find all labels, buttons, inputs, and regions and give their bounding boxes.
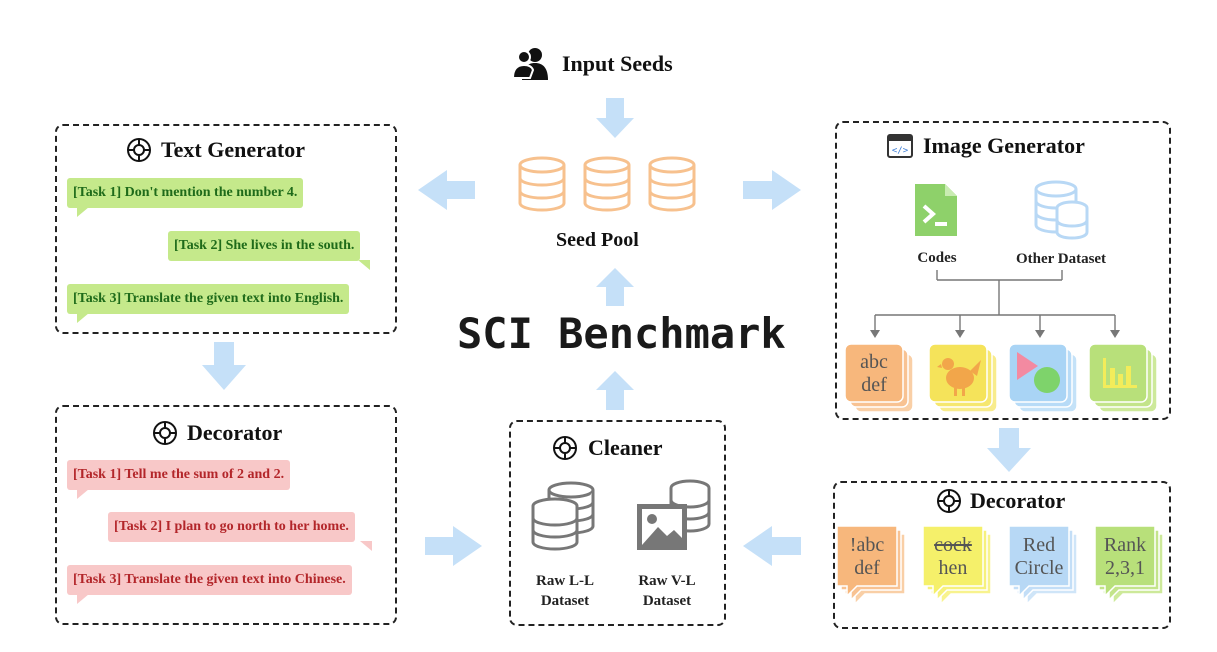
- chart-image-card: [1088, 343, 1158, 413]
- openai-icon: [151, 419, 179, 452]
- image-generator-box: [835, 121, 1171, 420]
- text-task-1: [Task 1] Don't mention the number 4.: [67, 178, 304, 208]
- shapes-icon: [1017, 352, 1060, 393]
- text-generator-box: [55, 124, 397, 334]
- text-decorator-box: [55, 405, 397, 625]
- arrow-down-text: [202, 342, 246, 390]
- decorated-card-1: [836, 525, 906, 606]
- decorated-card-3-text: Red Circle: [1014, 534, 1064, 579]
- openai-icon: [125, 136, 153, 169]
- text-task-2: [Task 2] She lives in the south.: [168, 231, 361, 261]
- arrow-up-cleaner: [596, 371, 634, 410]
- users-icon: [511, 46, 551, 85]
- decorated-task-3: [Task 3] Translate the given text into C…: [67, 565, 352, 595]
- database-icon: [646, 156, 698, 217]
- dataset-icon: [1032, 180, 1090, 245]
- chicken-image-card: [928, 343, 998, 413]
- cleaner-box: [509, 420, 726, 626]
- arrow-down-image: [987, 428, 1031, 472]
- decorated-instruction-cards: [836, 525, 1164, 606]
- raw-vl-label: Raw V-L Dataset: [638, 573, 696, 609]
- image-decorator-title: Decorator: [970, 488, 1066, 513]
- text-task-3: [Task 3] Translate the given text into E…: [67, 284, 350, 314]
- shapes-image-card: [1008, 343, 1078, 413]
- decorated-task-1: [Task 1] Tell me the sum of 2 and 2.: [67, 460, 291, 490]
- seed-pool-label: Seed Pool: [556, 229, 639, 251]
- text-generator-title: Text Generator: [161, 137, 305, 162]
- arrow-right-cleaner: [425, 526, 482, 566]
- database-icon: [581, 156, 633, 217]
- decorated-card-1-text: !abc def: [849, 534, 885, 579]
- image-generator-title: Image Generator: [923, 133, 1085, 158]
- codes-label: Codes: [917, 250, 957, 266]
- decorated-card-3: [1008, 525, 1078, 606]
- decorated-card-2-text: cock hen: [934, 534, 972, 579]
- text-decorator-title: Decorator: [187, 420, 283, 445]
- benchmark-title: SCI Benchmark: [457, 309, 786, 358]
- image-decorator-box: [833, 481, 1171, 629]
- arrow-left-text: [418, 170, 475, 210]
- raw-text-dataset-icon: [529, 480, 597, 557]
- bar-chart-icon: [1103, 358, 1137, 388]
- generated-image-cards: [844, 343, 1158, 413]
- other-dataset-label: Other Dataset: [1015, 251, 1107, 267]
- decorated-card-2: [922, 525, 992, 606]
- source-tree: [874, 270, 1116, 332]
- arrow-down-input: [596, 98, 634, 138]
- code-window-icon: </>: [887, 134, 913, 163]
- decorated-card-4-text: Rank 2,3,1: [1103, 534, 1147, 579]
- chicken-icon: [937, 358, 981, 396]
- arrow-left-cleaner: [743, 526, 801, 566]
- decorated-card-4: [1094, 525, 1164, 606]
- raw-image-dataset-icon: [634, 478, 712, 559]
- database-icon: [516, 156, 568, 217]
- decorated-task-2: [Task 2] I plan to go north to her home.: [108, 512, 355, 542]
- svg-text:</>: </>: [892, 146, 909, 156]
- openai-icon: [551, 434, 579, 467]
- code-file-icon: [915, 184, 957, 241]
- raw-ll-label: Raw L-L Dataset: [536, 573, 594, 609]
- text-image-card: [844, 343, 914, 413]
- openai-icon: [935, 487, 963, 520]
- input-seeds-label: Input Seeds: [562, 51, 673, 76]
- cleaner-title: Cleaner: [588, 435, 663, 460]
- abc-card-text: abc def: [860, 351, 888, 396]
- arrow-up-pool: [596, 268, 634, 306]
- arrow-right-image: [743, 170, 801, 210]
